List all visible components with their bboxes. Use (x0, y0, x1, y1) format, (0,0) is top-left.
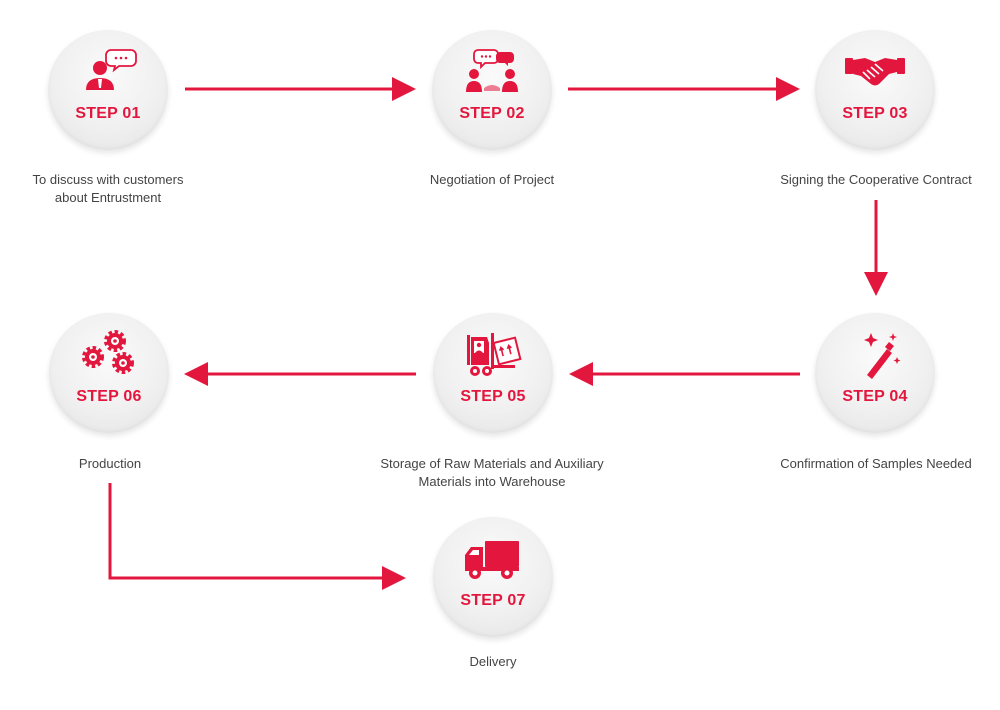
step-03-caption: Signing the Cooperative Contract (780, 172, 972, 187)
step-05-caption: Storage of Raw Materials and Auxiliary M… (380, 456, 604, 489)
step-label: STEP 01 (75, 105, 141, 122)
arrow-step06-to-step07 (108, 483, 406, 590)
step-06-caption: Production (78, 456, 142, 471)
step-05-circle: STEP 05 (433, 313, 553, 433)
step-07-circle: STEP 07 (433, 517, 553, 637)
step-02-circle: STEP 02 (432, 30, 552, 150)
step-label: STEP 03 (842, 105, 908, 122)
step-04-circle: STEP 04 (815, 313, 935, 433)
negotiation-people-icon (466, 49, 518, 92)
step-01-circle: STEP 01 (48, 30, 168, 150)
step-label: STEP 06 (76, 388, 142, 405)
delivery-truck-icon (465, 541, 519, 579)
forklift-icon (467, 333, 522, 376)
person-speech-bubble-icon (86, 49, 137, 90)
gears-icon (82, 330, 134, 374)
step-02-caption: Negotiation of Project (429, 172, 555, 187)
step-07-caption: Delivery (469, 654, 517, 669)
step-06-circle: STEP 06 (49, 313, 169, 433)
step-label: STEP 05 (460, 388, 526, 405)
step-label: STEP 02 (459, 105, 525, 122)
step-label: STEP 07 (460, 592, 526, 609)
magic-wand-icon (864, 333, 901, 379)
step-04-caption: Confirmation of Samples Needed (780, 456, 972, 471)
step-label: STEP 04 (842, 388, 908, 405)
step-01-caption: To discuss with customers about Entrustm… (32, 172, 184, 205)
handshake-icon (845, 58, 905, 86)
step-03-circle: STEP 03 (815, 30, 935, 150)
